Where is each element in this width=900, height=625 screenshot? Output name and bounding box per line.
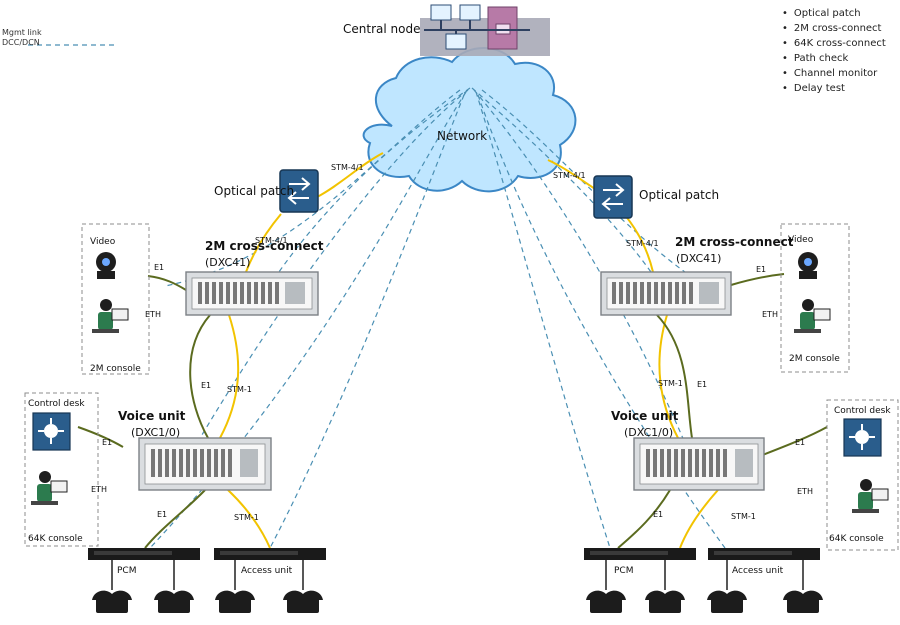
left-e1-mid: E1 (201, 381, 211, 390)
right-dxc41-title: 2M cross-connect (675, 235, 794, 249)
right-64k-console-icon (852, 479, 889, 513)
left-top-dashed-box (81, 223, 150, 375)
feature-legend-item: 2M cross-connect (782, 21, 886, 36)
feature-legend-item: Path check (782, 51, 886, 66)
feature-legend-item: Delay test (782, 81, 886, 96)
left-stm41-lower: STM-4/1 (255, 236, 288, 245)
left-optical-patch-device (279, 169, 319, 213)
right-voice-subtitle: (DXC1/0) (624, 426, 673, 439)
right-e1-bottom: E1 (653, 510, 663, 519)
left-control-desk-icon (32, 412, 71, 451)
olive-links (77, 273, 828, 549)
right-access-device (708, 548, 820, 560)
right-stm41-upper: STM-4/1 (553, 171, 586, 180)
left-stm1-bottom: STM-1 (234, 513, 259, 522)
left-voice-unit-device (138, 437, 272, 491)
right-eth-bottom: ETH (797, 487, 813, 496)
right-optical-patch-device (593, 175, 633, 219)
left-bottom-dashed-box (24, 392, 99, 547)
right-bottom-dashed-box (826, 399, 899, 551)
transport-network-cloud (362, 47, 577, 193)
right-stm1-bottom: STM-1 (731, 512, 756, 521)
right-program-label: Control desk (834, 406, 891, 416)
right-e1-top: E1 (756, 265, 766, 274)
phone-icons (92, 590, 823, 613)
right-stm41-lower: STM-4/1 (626, 239, 659, 248)
left-e1-top: E1 (154, 263, 164, 272)
feature-legend-item: 64K cross-connect (782, 36, 886, 51)
left-e1-bottom: E1 (157, 510, 167, 519)
left-program-label: Control desk (28, 399, 85, 409)
right-2m-console-label: 2M console (789, 354, 840, 364)
dcc-dcn-legend: Mgmt link DCC/DCN (2, 28, 42, 48)
right-voice-unit-device (633, 437, 765, 491)
left-eth-bottom: ETH (91, 485, 107, 494)
central-management-node (420, 4, 550, 56)
right-control-desk-icon (843, 418, 882, 457)
left-stm1-mid: STM-1 (227, 385, 252, 394)
left-64k-console-icon (31, 471, 68, 505)
feature-legend-list: Optical patch 2M cross-connect 64K cross… (782, 6, 886, 96)
feature-legend-item: Channel monitor (782, 66, 886, 81)
cloud-label: Network (437, 129, 487, 143)
left-video-camera-icon (96, 252, 116, 279)
dcc-dcn-legend-title: Mgmt link (2, 28, 42, 37)
right-2m-cross-connect-device (600, 271, 732, 316)
right-video-camera-icon (798, 252, 818, 279)
right-pcm-device (584, 548, 696, 560)
right-voice-title: Voice unit (611, 409, 679, 423)
right-optical-label: Optical patch (639, 188, 719, 202)
left-operator-icon (92, 299, 129, 333)
left-eth-top: ETH (145, 310, 161, 319)
left-optical-label: Optical patch (214, 184, 294, 198)
right-stm1-mid: STM-1 (658, 379, 683, 388)
right-64k-console-label: 64K console (829, 534, 884, 544)
phone-links (111, 560, 804, 590)
left-pcm-label: PCM (117, 566, 136, 576)
left-access-device (214, 548, 326, 560)
left-voice-subtitle: (DXC1/0) (131, 426, 180, 439)
right-operator-icon (794, 299, 831, 333)
right-e1-mid: E1 (697, 380, 707, 389)
yellow-links (219, 152, 719, 549)
left-video-label: Video (90, 237, 116, 247)
left-access-label: Access unit (241, 566, 293, 576)
right-video-label: Video (788, 235, 814, 245)
left-e1-lower: E1 (102, 438, 112, 447)
left-dxc41-subtitle: (DXC41) (205, 256, 250, 269)
left-64k-console-label: 64K console (28, 534, 83, 544)
top-title: Central node (343, 22, 420, 36)
right-dxc41-subtitle: (DXC41) (676, 252, 721, 265)
right-pcm-label: PCM (614, 566, 633, 576)
right-eth-top: ETH (762, 310, 778, 319)
dcc-dcn-legend-subtitle: DCC/DCN (2, 38, 40, 47)
feature-legend-item: Optical patch (782, 6, 886, 21)
left-dxc41-title: 2M cross-connect (205, 239, 324, 253)
right-access-label: Access unit (732, 566, 784, 576)
left-pcm-device (88, 548, 200, 560)
left-2m-console-label: 2M console (90, 364, 141, 374)
left-stm41-upper: STM-4/1 (331, 163, 364, 172)
right-e1-lower: E1 (795, 438, 805, 447)
left-2m-cross-connect-device (185, 271, 319, 316)
left-voice-title: Voice unit (118, 409, 186, 423)
right-top-dashed-box (780, 223, 850, 373)
